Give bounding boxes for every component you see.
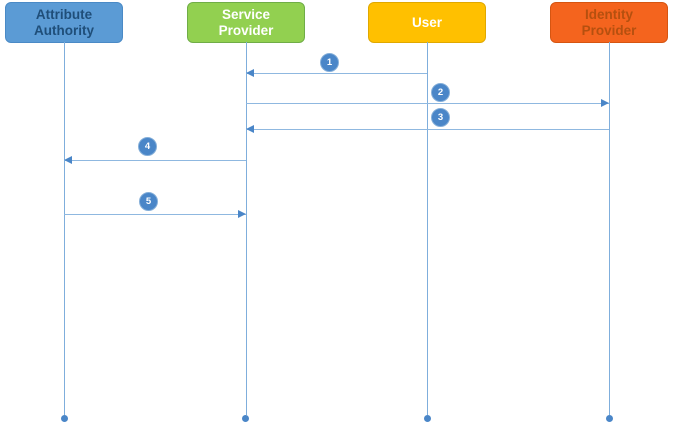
- lifeline-end-dot-attribute-authority: [61, 415, 68, 422]
- message-2-number-badge: 2: [431, 83, 450, 102]
- message-1-line: [246, 73, 427, 74]
- message-5-number-badge: 5: [139, 192, 158, 211]
- lifeline-attribute-authority: [64, 42, 65, 415]
- actor-box-attribute-authority: Attribute Authority: [5, 2, 123, 43]
- message-1-number-badge: 1: [320, 53, 339, 72]
- lifeline-end-dot-identity-provider: [606, 415, 613, 422]
- lifeline-service-provider: [246, 42, 247, 415]
- message-4-line: [64, 160, 246, 161]
- message-5-line: [64, 214, 246, 215]
- lifeline-end-dot-user: [424, 415, 431, 422]
- message-4-arrowhead-icon: [64, 156, 72, 164]
- actor-label-user: User: [411, 14, 443, 30]
- message-1-arrowhead-icon: [246, 69, 254, 77]
- message-2-arrowhead-icon: [601, 99, 609, 107]
- message-3-arrowhead-icon: [246, 125, 254, 133]
- actor-label-attribute-authority: Attribute Authority: [34, 6, 94, 38]
- actor-label-identity-provider: Identity Provider: [581, 6, 637, 38]
- message-3-line: [246, 129, 609, 130]
- message-5-arrowhead-icon: [238, 210, 246, 218]
- message-2-line: [246, 103, 609, 104]
- message-4-number-badge: 4: [138, 137, 157, 156]
- lifeline-user: [427, 42, 428, 415]
- lifeline-identity-provider: [609, 42, 610, 415]
- actor-box-service-provider: Service Provider: [187, 2, 305, 43]
- message-3-number-badge: 3: [431, 108, 450, 127]
- lifeline-end-dot-service-provider: [242, 415, 249, 422]
- actor-box-identity-provider: Identity Provider: [550, 2, 668, 43]
- actor-box-user: User: [368, 2, 486, 43]
- actor-label-service-provider: Service Provider: [218, 6, 274, 38]
